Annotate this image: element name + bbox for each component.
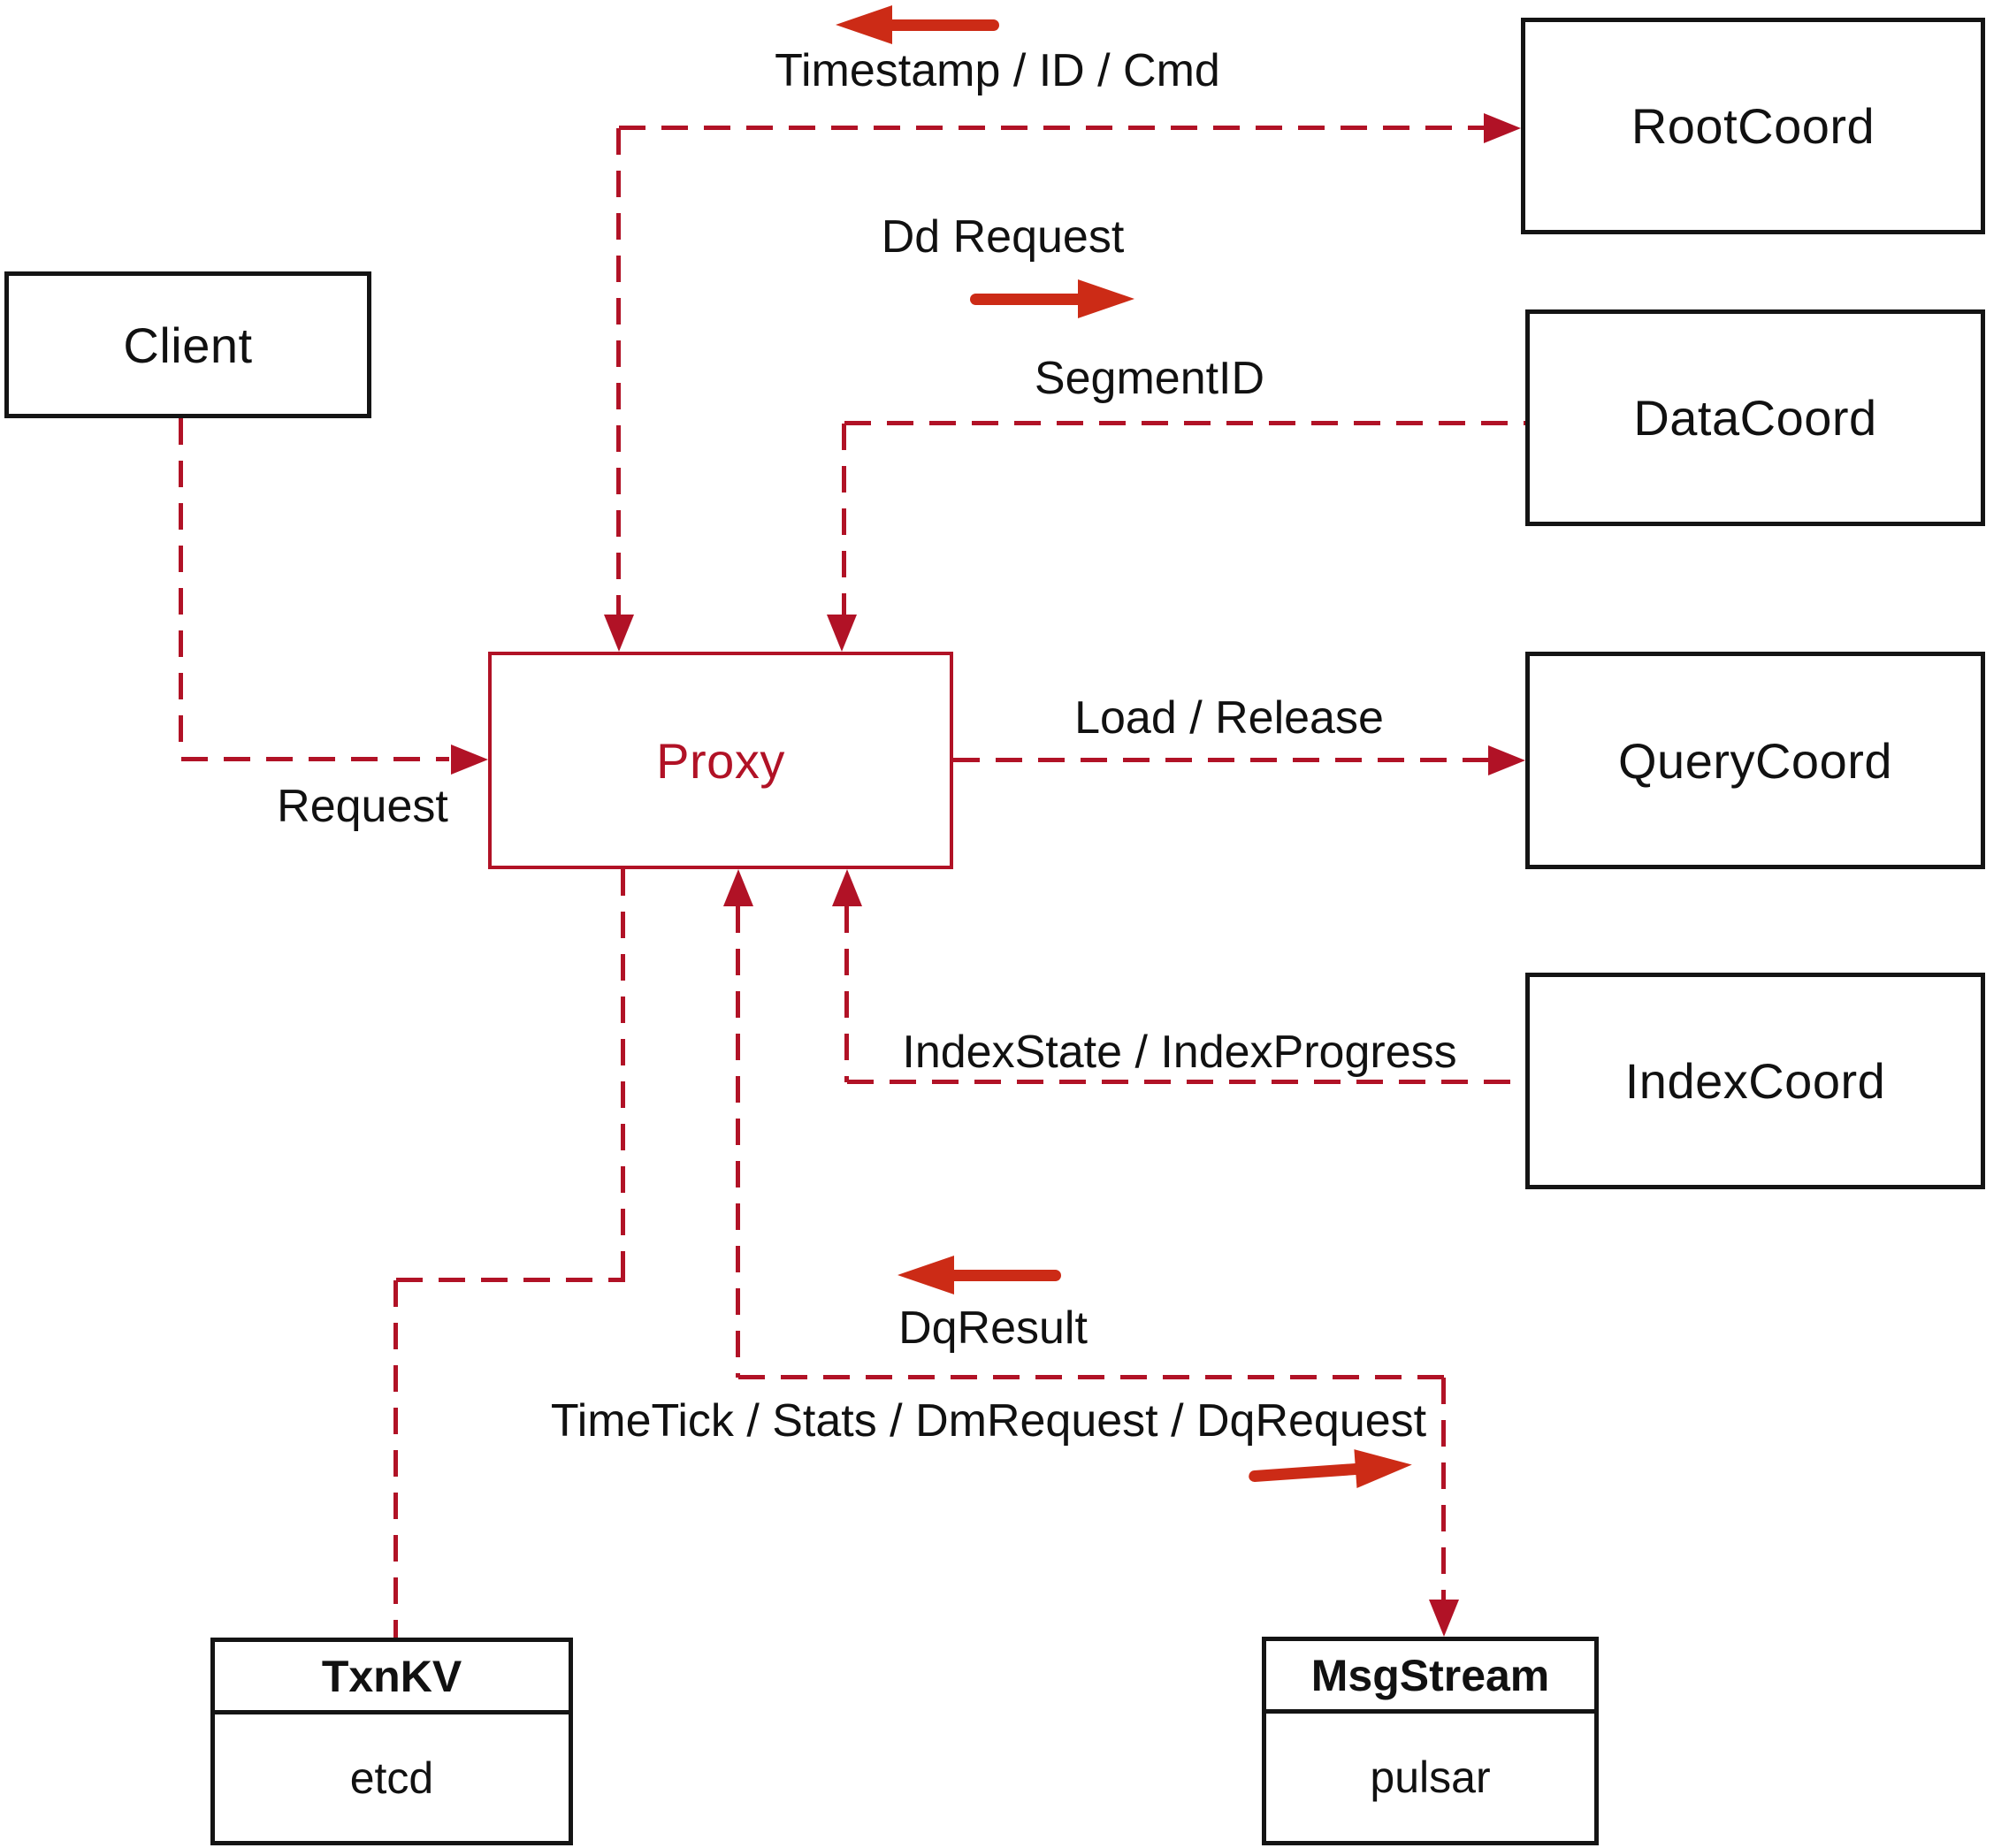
node-indexcoord-label: IndexCoord — [1624, 1053, 1886, 1109]
edge-indexstate-vline — [844, 906, 849, 1082]
node-txnkv: TxnKV etcd — [210, 1638, 573, 1845]
edge-label-timetick: TimeTick / Stats / DmRequest / DqRequest — [550, 1395, 1427, 1447]
edge-label-segmentid: SegmentID — [1034, 353, 1265, 404]
edge-load-release-hline — [953, 758, 1488, 762]
dd-request-direction-arrow-icon — [970, 279, 1134, 318]
node-proxy: Proxy — [488, 652, 953, 869]
edge-txnkv-vline-left — [393, 1280, 398, 1638]
edge-label-request: Request — [277, 781, 448, 832]
edge-request-vline — [179, 418, 183, 757]
node-indexcoord: IndexCoord — [1525, 973, 1985, 1189]
edge-label-indexstate: IndexState / IndexProgress — [902, 1027, 1457, 1078]
edge-segmentid-hline — [844, 421, 1525, 425]
node-proxy-label: Proxy — [656, 732, 785, 789]
edge-segmentid-vline — [842, 424, 846, 616]
edge-msgstream-vline-right — [1441, 1378, 1446, 1600]
edge-indexstate-hline — [847, 1080, 1525, 1084]
node-msgstream: MsgStream pulsar — [1262, 1637, 1599, 1845]
node-msgstream-header: MsgStream — [1266, 1641, 1594, 1714]
dqresult-direction-arrow-icon — [898, 1256, 1061, 1294]
node-querycoord: QueryCoord — [1525, 652, 1985, 869]
edge-timestamp-vline — [616, 128, 621, 616]
node-querycoord-label: QueryCoord — [1617, 732, 1893, 789]
edge-timestamp-arrowhead — [1484, 113, 1521, 143]
edge-rootcoord-to-proxy-arrowhead — [604, 615, 634, 652]
edge-timestamp-hline — [619, 126, 1484, 130]
edge-msgstream-arrowhead — [1429, 1600, 1459, 1637]
edge-label-load-release: Load / Release — [1074, 692, 1384, 744]
edge-msgstream-hline — [738, 1375, 1444, 1379]
node-txnkv-body: etcd — [349, 1753, 434, 1803]
edge-load-release-arrowhead — [1488, 745, 1525, 775]
edge-label-dqresult: DqResult — [898, 1302, 1088, 1354]
node-datacoord-label: DataCoord — [1633, 390, 1877, 446]
edge-segmentid-arrowhead — [827, 615, 857, 652]
edge-label-dd-request: Dd Request — [881, 211, 1125, 263]
edge-txnkv-vline-right — [621, 869, 625, 1280]
edge-indexstate-arrowhead — [832, 869, 862, 906]
node-txnkv-header: TxnKV — [215, 1642, 569, 1714]
edge-dqresult-arrowhead — [723, 869, 753, 906]
edge-label-timestamp: Timestamp / ID / Cmd — [775, 45, 1220, 96]
edge-request-hline — [181, 757, 449, 761]
edge-txnkv-hline — [396, 1278, 625, 1282]
timestamp-direction-arrow-icon — [836, 5, 999, 44]
node-rootcoord-label: RootCoord — [1631, 98, 1875, 154]
timetick-direction-arrow-icon — [1248, 1445, 1414, 1496]
node-client: Client — [4, 271, 371, 418]
edge-msgstream-vline-left — [736, 906, 740, 1378]
node-client-label: Client — [123, 317, 253, 373]
node-datacoord: DataCoord — [1525, 309, 1985, 526]
node-rootcoord: RootCoord — [1521, 18, 1985, 234]
edge-request-arrowhead — [451, 745, 488, 775]
node-msgstream-body: pulsar — [1370, 1753, 1491, 1802]
